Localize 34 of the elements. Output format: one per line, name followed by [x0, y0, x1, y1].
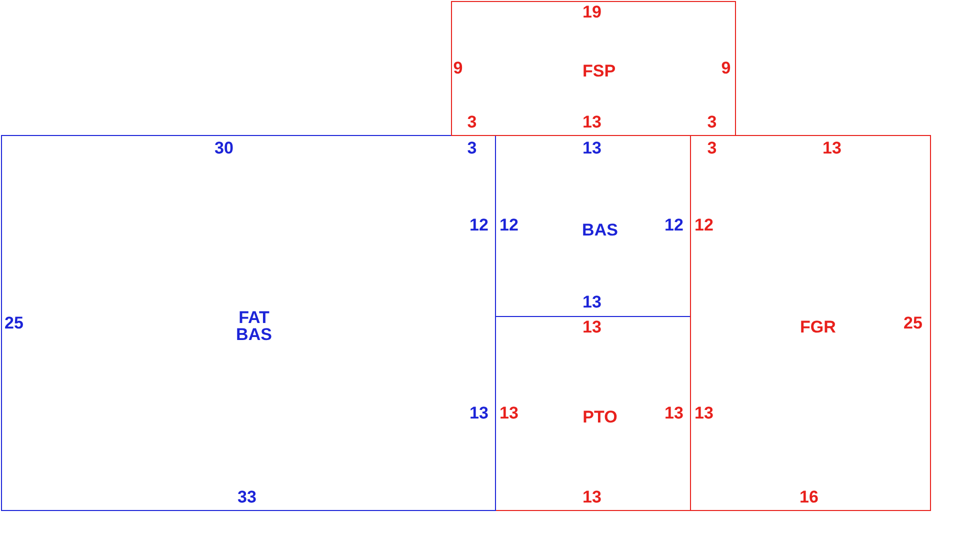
dimension-label: 3	[707, 140, 717, 156]
dimension-label: 9	[721, 60, 731, 76]
room-label: BAS	[581, 222, 619, 238]
dimension-label: 9	[453, 60, 463, 76]
dimension-label: 12	[694, 216, 714, 234]
dimension-label: 13	[582, 318, 602, 336]
room-label: FSP	[581, 62, 617, 80]
room-outline	[690, 135, 931, 511]
room-outline	[451, 1, 736, 136]
dimension-label: 25	[4, 314, 24, 332]
dimension-label: 13	[582, 294, 602, 310]
dimension-label: 3	[467, 114, 477, 130]
dimension-label: 13	[694, 404, 714, 422]
dimension-label: 19	[582, 4, 602, 20]
room-label: FAT BAS	[235, 309, 273, 343]
room-label: PTO	[582, 408, 618, 426]
dimension-label: 13	[664, 404, 684, 422]
dimension-label: 3	[467, 140, 477, 156]
dimension-label: 13	[500, 404, 518, 422]
dimension-label: 13	[582, 488, 602, 506]
dimension-label: 12	[470, 216, 488, 234]
dimension-label: 33	[238, 488, 256, 506]
dimension-label: 13	[582, 114, 602, 130]
dimension-label: 13	[822, 140, 842, 156]
dimension-label: 12	[664, 216, 684, 234]
dimension-label: 25	[904, 314, 922, 332]
dimension-label: 16	[800, 488, 818, 506]
dimension-label: 30	[214, 140, 234, 156]
room-outline	[1, 135, 496, 511]
dimension-label: 12	[500, 216, 518, 234]
dimension-label: 3	[707, 114, 717, 130]
dimension-label: 13	[470, 404, 488, 422]
dimension-label: 13	[582, 140, 602, 156]
room-label: FGR	[799, 318, 837, 336]
